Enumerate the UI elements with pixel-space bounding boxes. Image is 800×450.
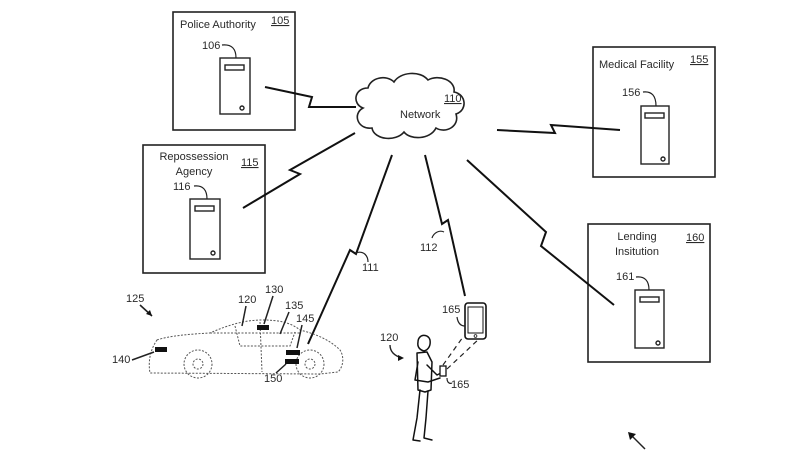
repossession-agency-node: Repossession Agency 115 116 xyxy=(142,144,266,274)
server-icon xyxy=(219,57,251,115)
component-130 xyxy=(257,325,269,330)
component-145-ref: 145 xyxy=(296,313,314,325)
leader-arrow xyxy=(279,311,290,335)
police-authority-label: Police Authority xyxy=(180,19,256,31)
person-ref: 120 xyxy=(380,332,398,344)
sync-dashed-line xyxy=(442,336,464,366)
home-button xyxy=(473,334,478,338)
component-140-ref: 140 xyxy=(112,354,130,366)
network-label: Network xyxy=(400,109,441,121)
handheld-device xyxy=(439,365,447,377)
handheld-ref: 165 xyxy=(451,379,469,391)
component-130-ref: 130 xyxy=(265,284,283,296)
server-icon xyxy=(189,198,221,260)
leader-line xyxy=(635,276,650,291)
component-150 xyxy=(285,359,299,364)
leader-arrow xyxy=(263,295,274,325)
repo-server-ref: 116 xyxy=(173,181,191,193)
mobile-device-ref: 165 xyxy=(442,304,460,316)
leader-line xyxy=(431,230,445,239)
link-repo-network xyxy=(242,132,356,209)
leader-arrow xyxy=(389,344,403,359)
occupant-ref: 120 xyxy=(238,294,256,306)
phone-screen xyxy=(467,306,484,334)
lending-institution-node: Lending Insitution 160 161 xyxy=(587,223,711,363)
leader-arrow xyxy=(275,363,287,374)
wireless-links xyxy=(242,86,621,345)
link-police-network xyxy=(264,86,356,108)
component-145 xyxy=(286,350,300,355)
arrowhead xyxy=(146,310,152,316)
leader-arrow xyxy=(131,351,155,361)
lending-institution-label-2: Insitution xyxy=(615,246,659,258)
sync-dashed-line xyxy=(446,337,481,370)
medical-facility-label: Medical Facility xyxy=(599,59,675,71)
leader-line xyxy=(456,316,466,327)
vehicle-link-ref: 111 xyxy=(362,262,379,274)
leader-line xyxy=(354,251,369,263)
police-authority-node: Police Authority 105 106 xyxy=(172,11,296,131)
lending-server-ref: 161 xyxy=(616,271,634,283)
person: 120 165 xyxy=(380,332,481,442)
repossession-agency-label-2: Agency xyxy=(176,166,213,178)
component-140 xyxy=(155,347,167,352)
component-135-ref: 135 xyxy=(285,300,303,312)
person-figure xyxy=(412,334,444,442)
network-cloud: Network 110 xyxy=(355,72,465,140)
component-150-ref: 150 xyxy=(264,373,282,385)
link-network-lending xyxy=(466,159,615,306)
link-network-device xyxy=(424,154,466,297)
leader-line xyxy=(193,185,208,200)
link-network-medical xyxy=(496,123,621,135)
link-network-vehicle xyxy=(307,154,393,345)
medical-facility-node: Medical Facility 155 156 xyxy=(592,46,716,178)
medical-facility-ref: 155 xyxy=(690,54,708,66)
network-ref: 110 xyxy=(444,93,462,105)
lending-institution-label-1: Lending xyxy=(617,231,656,243)
lending-institution-ref: 160 xyxy=(686,232,704,244)
leader-line xyxy=(221,44,237,59)
leader-arrow xyxy=(296,324,303,349)
police-server-ref: 106 xyxy=(202,40,220,52)
server-icon xyxy=(640,105,670,165)
vehicle: 125 120 130 135 140 145 150 xyxy=(112,284,344,385)
leader-line xyxy=(446,377,453,384)
server-icon xyxy=(634,289,665,349)
medical-server-ref: 156 xyxy=(622,87,640,99)
leader-line xyxy=(642,91,657,107)
figure-arrow xyxy=(628,432,646,450)
vehicle-ref: 125 xyxy=(126,293,144,305)
leader-arrow xyxy=(241,305,247,327)
police-authority-ref: 105 xyxy=(271,15,289,27)
arrowhead xyxy=(628,432,636,440)
mobile-device: 165 xyxy=(442,302,487,340)
arrowhead xyxy=(398,355,404,361)
repossession-agency-ref: 115 xyxy=(241,157,259,169)
repossession-agency-label-1: Repossession xyxy=(159,151,228,163)
device-link-ref: 112 xyxy=(420,242,438,254)
